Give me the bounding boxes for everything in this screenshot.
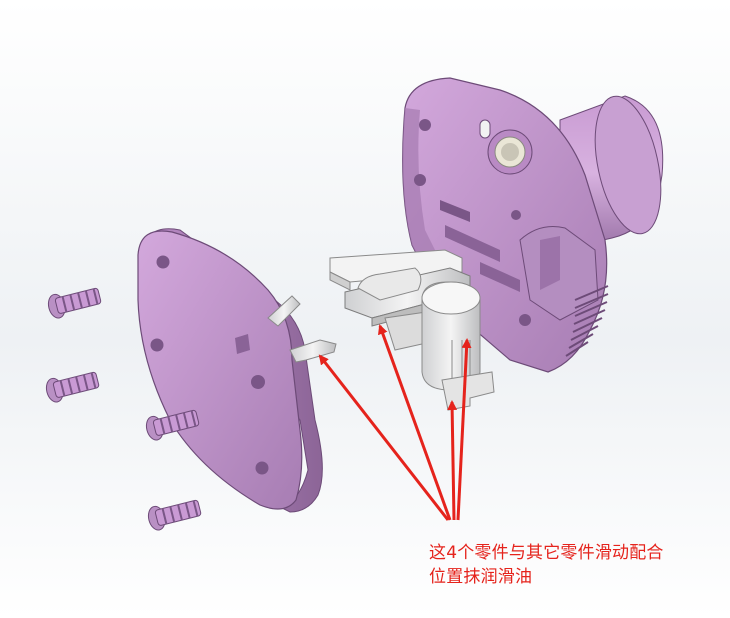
- screw-4: [147, 499, 202, 531]
- arrow-4: [456, 338, 472, 521]
- arrow-2: [378, 324, 452, 521]
- arrow-1: [318, 354, 450, 521]
- screws: [45, 287, 202, 531]
- arrow-3: [447, 400, 458, 521]
- lubrication-note: 这4个零件与其它零件滑动配合 位置抹润滑油: [429, 541, 729, 589]
- front-cover-plate: [137, 228, 337, 513]
- callout-arrows: [318, 324, 472, 521]
- note-line-1: 这4个零件与其它零件滑动配合: [429, 543, 664, 563]
- screw-3: [145, 409, 200, 441]
- screw-1: [47, 287, 102, 319]
- note-line-2: 位置抹润滑油: [429, 567, 533, 587]
- screw-2: [45, 371, 100, 403]
